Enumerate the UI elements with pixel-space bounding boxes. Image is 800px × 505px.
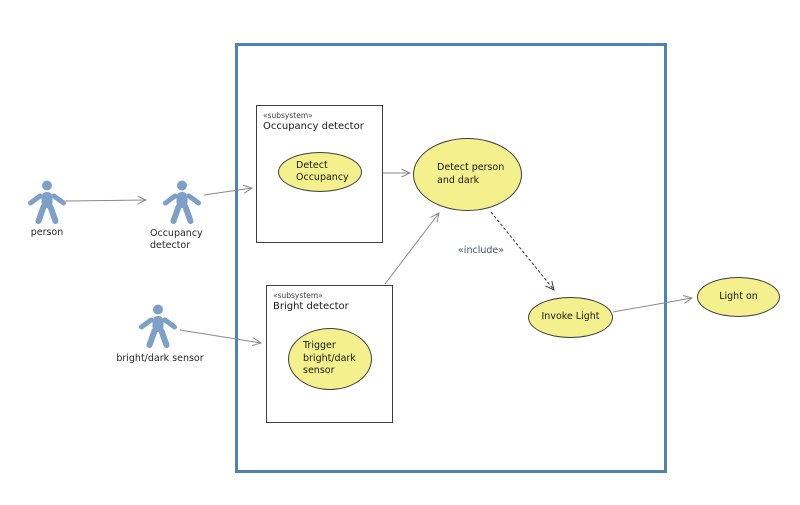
subsystem-occupancy-detector: «subsystem» Occupancy detector: [256, 105, 383, 243]
actor-occupancy-detector: [162, 180, 202, 226]
person-icon: [163, 180, 201, 224]
usecase-detect-occupancy: Detect Occupancy: [278, 152, 362, 192]
arrow-person-to-occupancy-actor: [65, 195, 148, 205]
subsystem-title: Occupancy detector: [263, 121, 364, 132]
usecase-invoke-light: Invoke Light: [528, 297, 613, 338]
subsystem-stereotype: «subsystem»: [273, 291, 323, 300]
person-icon: [139, 304, 177, 348]
actor-label-occupancy-detector: Occupancy detector: [150, 228, 203, 252]
subsystem-title: Bright detector: [273, 301, 349, 312]
actor-bright-dark-sensor: [138, 304, 178, 350]
actor-label-bright-dark-sensor: bright/dark sensor: [116, 353, 204, 364]
actor-label-person: person: [30, 227, 64, 238]
person-icon: [28, 180, 66, 224]
usecase-trigger-bright-dark-sensor: Trigger bright/dark sensor: [288, 328, 372, 390]
actor-person: [27, 180, 67, 226]
usecase-detect-person-and-dark: Detect person and dark: [413, 138, 522, 211]
subsystem-stereotype: «subsystem»: [263, 111, 313, 120]
system-boundary-box: [235, 43, 667, 473]
usecase-light-on: Light on: [697, 277, 780, 317]
include-stereotype-label: «include»: [458, 245, 505, 256]
